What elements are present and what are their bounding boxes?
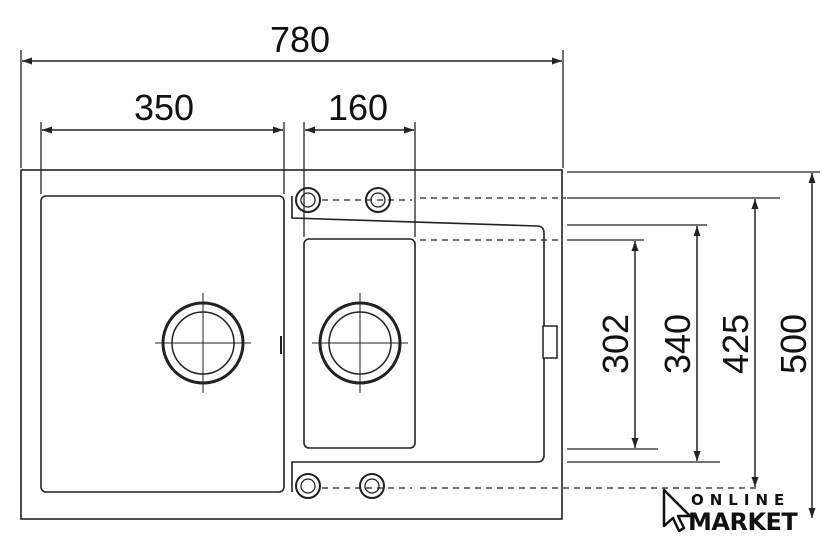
dim-label-780: 780 (270, 19, 330, 60)
logo-line1: ONLINE (691, 491, 790, 509)
logo-line2: MARKET (688, 508, 798, 536)
dim-label-340: 340 (657, 314, 698, 374)
tap-hole-icon (295, 473, 321, 499)
main-drain-icon (155, 293, 251, 393)
sink-outline (20, 169, 563, 520)
small-bowl (303, 238, 416, 449)
tap-hole-icon (359, 473, 385, 499)
dim-label-350: 350 (134, 87, 194, 128)
dim-label-160: 160 (328, 87, 388, 128)
tap-hole-icon (295, 187, 321, 213)
main-bowl (40, 195, 285, 493)
dim-label-425: 425 (715, 314, 756, 374)
online-market-logo: ONLINE MARKET (662, 488, 799, 536)
dim-label-302: 302 (595, 314, 636, 374)
cursor-arrow-icon (662, 488, 692, 533)
small-drain-icon (312, 293, 408, 393)
overflow-slot (542, 325, 558, 359)
dim-label-500: 500 (773, 314, 814, 374)
